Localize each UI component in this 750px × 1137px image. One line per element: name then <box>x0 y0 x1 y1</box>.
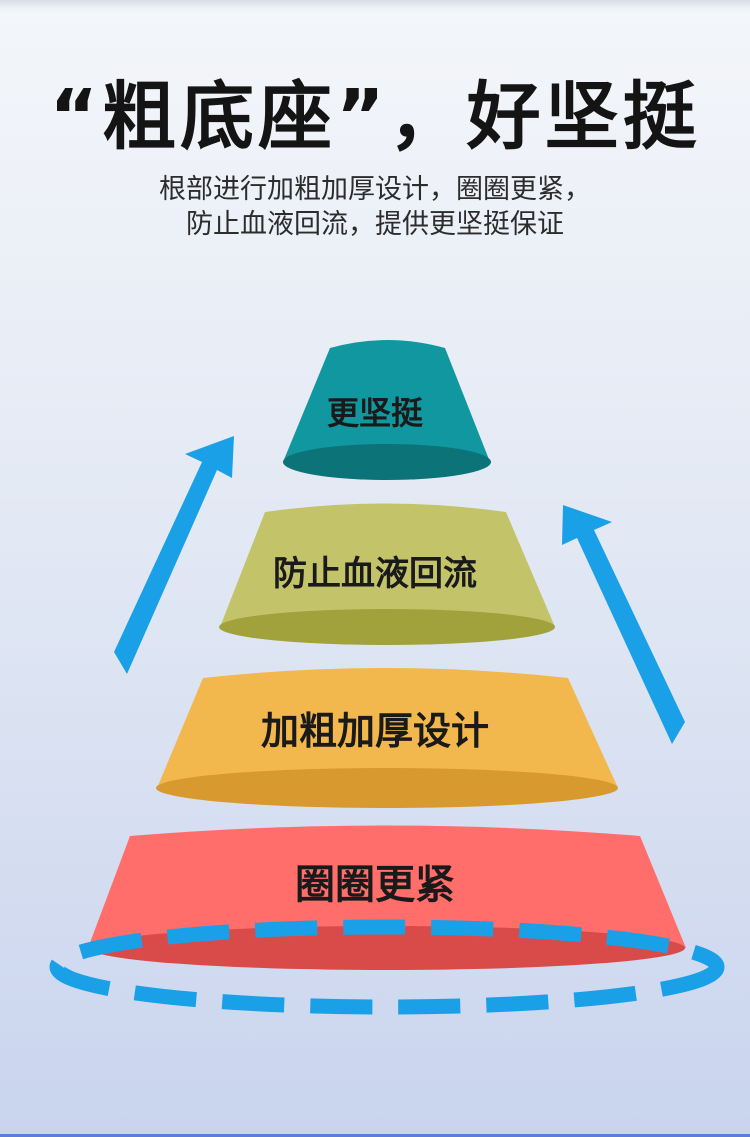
tier-3-label: 加粗加厚设计 <box>0 700 750 755</box>
tier-1-label: 更坚挺 <box>0 388 750 434</box>
tier-4-label: 圈圈更紧 <box>0 852 750 910</box>
tier-2-label: 防止血液回流 <box>0 546 750 595</box>
